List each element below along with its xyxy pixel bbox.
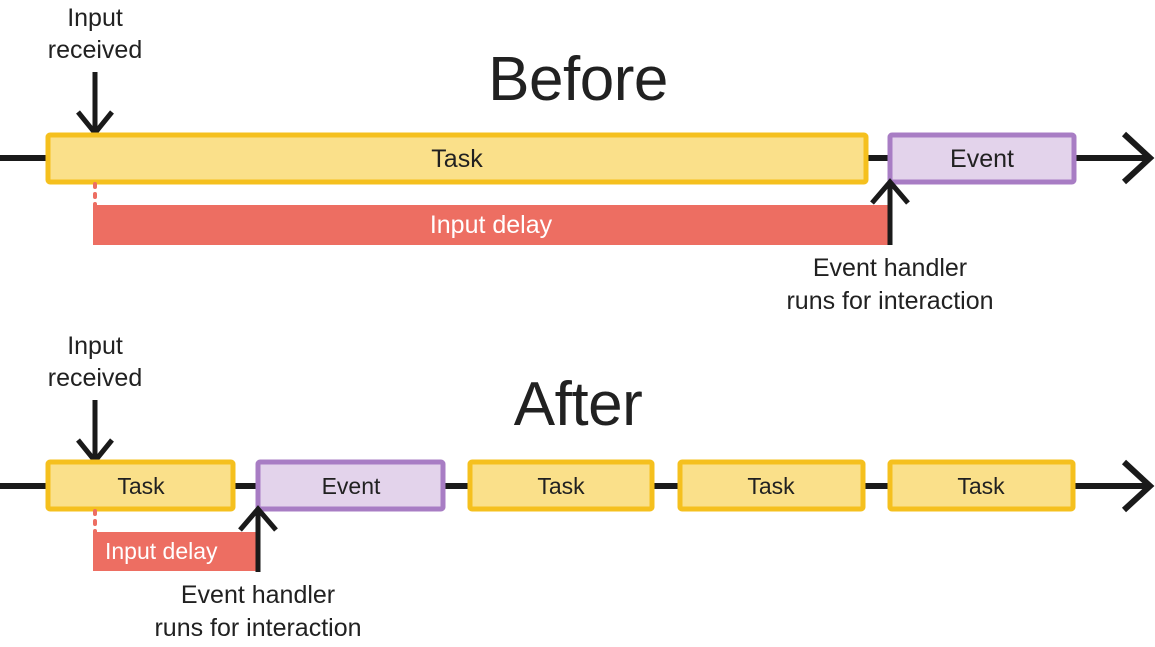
after-task-label-1: Task [117,473,165,499]
after-title: After [514,370,642,439]
before-input-arrow-icon [76,72,114,137]
before-handler-note-line2: runs for interaction [786,287,993,315]
after-track-arrow-icon [1069,459,1155,513]
before-task-block[interactable]: Task [45,132,869,185]
after-handler-note-line2: runs for interaction [154,614,361,642]
after-task-block-1[interactable]: Task [45,459,236,512]
after-task-block-4[interactable]: Task [887,459,1076,512]
before-event-handler-arrow-icon [870,178,910,245]
after-event-block[interactable]: Event [255,459,446,512]
before-input-delay-label: Input delay [430,211,553,239]
after-task-label-3: Task [747,473,795,499]
after-input-received-line1: Input [67,332,123,360]
after-event-handler-arrow-icon [238,505,278,572]
after-input-arrow-icon [76,400,114,465]
before-title: Before [488,45,668,114]
before-event-block[interactable]: Event [887,132,1077,185]
after-event-label: Event [322,473,381,499]
before-task-label: Task [431,145,483,173]
after-task-block-3[interactable]: Task [677,459,866,512]
before-input-received-line1: Input [67,4,123,32]
before-input-received-line2: received [48,36,143,64]
before-event-label: Event [950,145,1014,173]
after-input-delay-bar: Input delay [93,532,257,571]
before-input-delay-bar: Input delay [93,205,890,245]
after-task-block-2[interactable]: Task [467,459,655,512]
after-input-delay-label: Input delay [105,538,218,564]
after-section: After Input received [0,332,1155,642]
after-task-label-2: Task [537,473,585,499]
before-section: Before Input received Task [0,4,1155,315]
before-track-arrow-icon [1070,131,1155,185]
after-handler-note-line1: Event handler [181,581,335,609]
after-input-received-line2: received [48,364,143,392]
after-task-label-4: Task [957,473,1005,499]
before-handler-note-line1: Event handler [813,254,967,282]
